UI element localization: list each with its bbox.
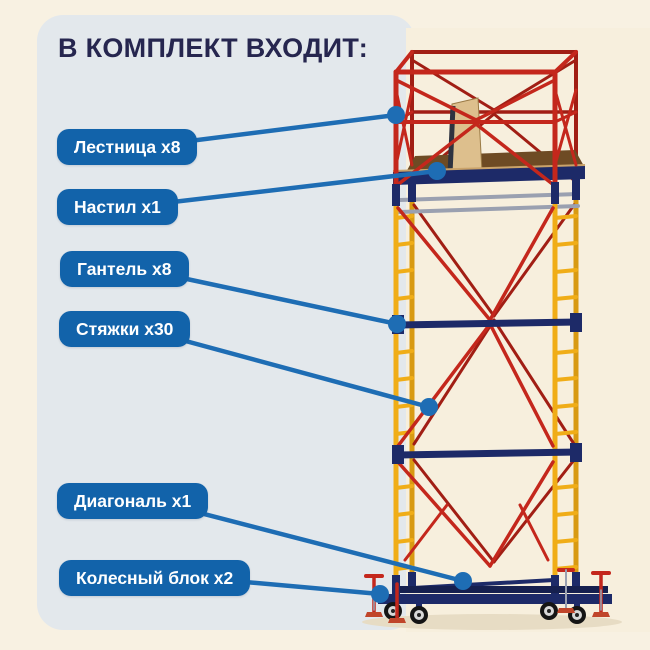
label-wheel-block: Колесный блок x2: [59, 560, 251, 596]
dumbbell-bars: [392, 313, 582, 464]
plywood-edge: [447, 105, 456, 175]
label-diagonal: Диагональ x1: [57, 483, 209, 519]
photo-background: [406, 28, 650, 632]
connector-line-deck: [127, 168, 440, 210]
label-ladder: Лестница x8: [57, 129, 198, 165]
caster-wheel: [540, 596, 558, 620]
deck: [392, 97, 586, 214]
page-title: В КОМПЛЕКТ ВХОДИТ:: [58, 33, 369, 63]
connector-dot-wheel-block: [371, 585, 389, 603]
base-main-beam: [378, 594, 612, 604]
caster-wheel: [410, 600, 428, 624]
connector-dot-diagonal: [454, 572, 472, 590]
connector-dot-dumbbell: [388, 315, 406, 333]
tie-rods: [396, 206, 555, 568]
screw-jacks: [364, 568, 611, 623]
connector-dot-deck: [428, 162, 446, 180]
base-frame: [378, 578, 612, 604]
connector-dot-ties: [420, 398, 438, 416]
ladder-rungs: [394, 214, 578, 571]
label-dumbbell: Гантель x8: [60, 251, 189, 287]
screw-jack: [364, 574, 384, 617]
screw-jack: [591, 571, 611, 617]
connector-line-ties: [142, 327, 432, 410]
ladder-frames: [393, 189, 578, 595]
screw-jack: [557, 568, 575, 613]
label-ties: Стяжки x30: [59, 311, 191, 347]
connector-dot-ladder: [387, 106, 405, 124]
screw-jack: [388, 582, 406, 623]
label-deck: Настил x1: [57, 189, 178, 225]
